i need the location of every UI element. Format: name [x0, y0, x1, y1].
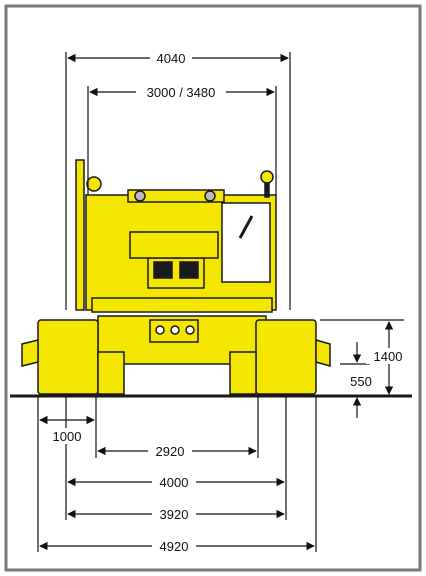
label-width-a: 4000 — [160, 475, 189, 490]
right-beacon — [260, 170, 274, 184]
left-beacon — [86, 176, 102, 192]
label-width-b: 3920 — [160, 507, 189, 522]
label-track-shoe-width: 1000 — [53, 429, 82, 444]
label-ground-clearance: 550 — [350, 374, 372, 389]
right-track — [255, 319, 317, 395]
excavator-illustration — [21, 159, 331, 395]
left-blade-arm — [21, 339, 39, 367]
dimension-labels: 4040 3000 / 3480 1400 550 1000 2920 4000… — [46, 50, 410, 554]
label-overall-width: 4920 — [160, 539, 189, 554]
label-track-height: 1400 — [374, 349, 403, 364]
label-upper-width: 3000 / 3480 — [147, 85, 216, 100]
left-handrail — [75, 159, 85, 311]
left-track — [37, 319, 99, 395]
cab-window — [221, 202, 271, 283]
label-top-width: 4040 — [157, 51, 186, 66]
label-track-gauge: 2920 — [156, 444, 185, 459]
right-blade-arm — [315, 339, 331, 367]
hood — [127, 189, 225, 203]
